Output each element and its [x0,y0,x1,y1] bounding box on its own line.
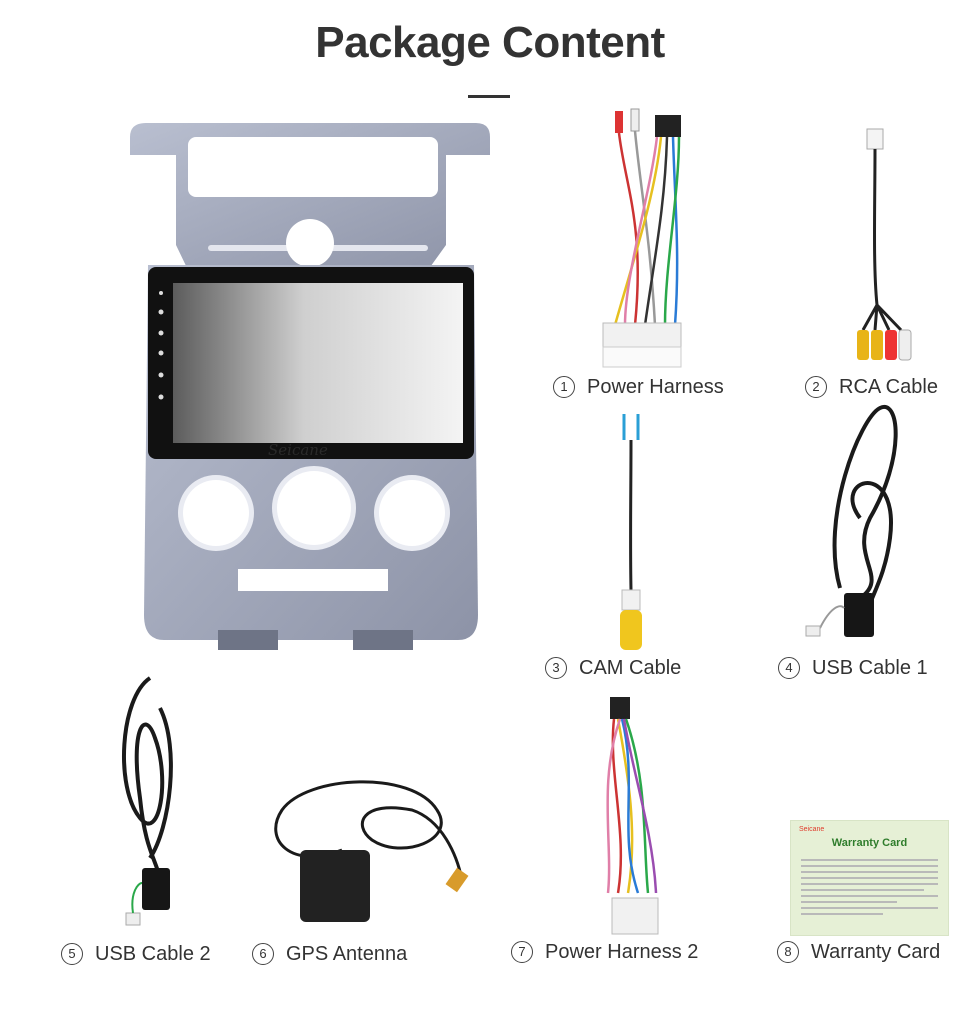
item-label-usb-cable-1: USB Cable 1 [812,657,928,679]
item-number-8: 8 [777,941,799,963]
power-harness-2-image [598,693,668,938]
usb-cable-1-image [800,398,910,648]
item-number-1: 1 [553,376,575,398]
item-label-warranty-card: Warranty Card [811,941,941,963]
head-unit-image: Seicane [128,115,494,655]
caption-8: 8 Warranty Card [777,941,940,964]
warranty-card-text-lines [801,855,938,919]
item-number-5: 5 [61,943,83,965]
page-title: Package Content [315,18,665,67]
item-number-4: 4 [778,657,800,679]
item-label-usb-cable-2: USB Cable 2 [95,943,211,965]
caption-4: 4 USB Cable 1 [778,657,928,680]
rca-cable-image [845,125,915,370]
unit-brand-label: Seicane [268,441,328,459]
gps-antenna-image [262,770,477,930]
item-label-cam-cable: CAM Cable [579,657,682,679]
caption-1: 1 Power Harness [553,376,724,399]
cam-cable-image [608,410,658,655]
item-label-rca-cable: RCA Cable [839,376,938,398]
item-label-power-harness-2: Power Harness 2 [545,941,699,963]
caption-6: 6 GPS Antenna [252,943,407,966]
item-number-6: 6 [252,943,274,965]
item-number-7: 7 [511,941,533,963]
usb-cable-2-image [100,668,190,933]
item-label-gps-antenna: GPS Antenna [286,943,408,965]
caption-5: 5 USB Cable 2 [61,943,211,966]
power-harness-image [595,105,695,370]
caption-7: 7 Power Harness 2 [511,941,698,964]
item-label-power-harness: Power Harness [587,376,724,398]
caption-3: 3 CAM Cable [545,657,681,680]
warranty-card-image: Seicane Warranty Card [790,820,949,936]
warranty-card-title: Warranty Card [831,837,908,849]
item-number-2: 2 [805,376,827,398]
warranty-card-brand: Seicane [799,826,825,833]
title-underline [468,95,510,98]
item-number-3: 3 [545,657,567,679]
caption-2: 2 RCA Cable [805,376,938,399]
